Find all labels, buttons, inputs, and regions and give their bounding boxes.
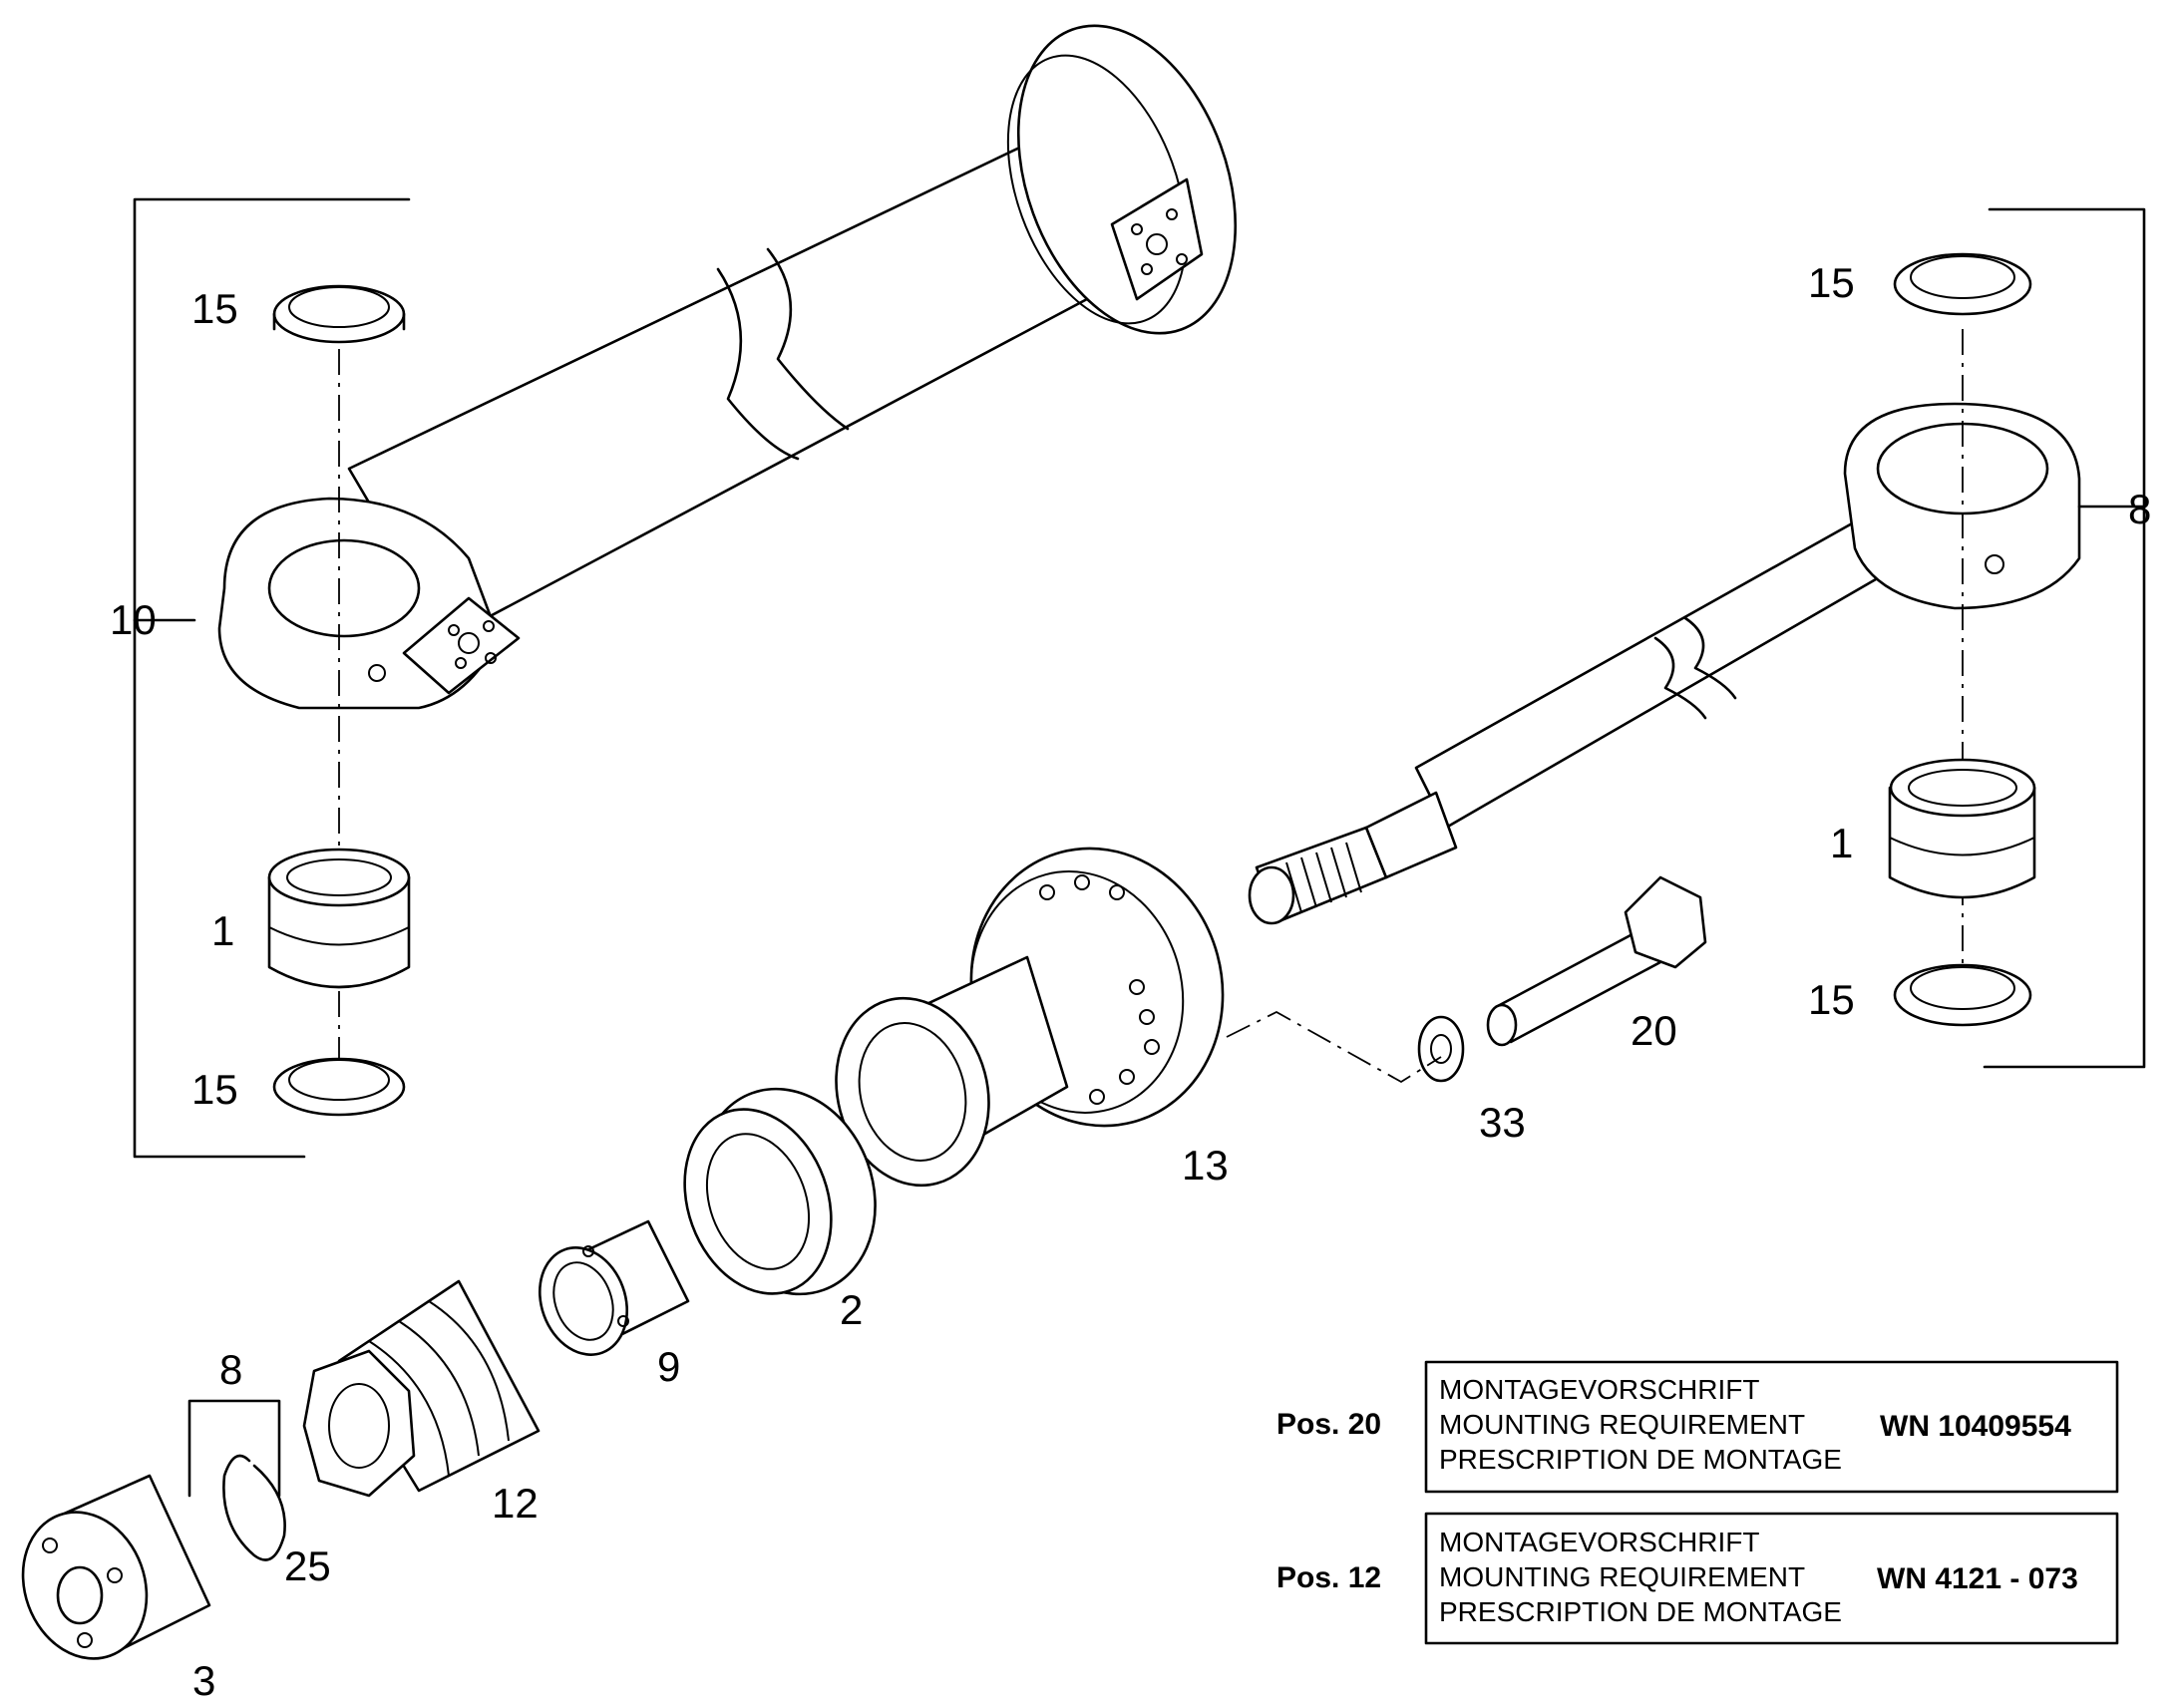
note-ref: WN 4121 - 073 — [1877, 1562, 2078, 1595]
mounting-note-pos12: Pos. 12 MONTAGEVORSCHRIFT MOUNTING REQUI… — [1276, 1512, 2119, 1645]
svg-text:PRESCRIPTION DE MONTAGE: PRESCRIPTION DE MONTAGE — [1439, 1596, 1842, 1627]
callout-8-bottom: 8 — [219, 1346, 242, 1393]
callout-9: 9 — [657, 1343, 680, 1390]
svg-text:MOUNTING REQUIREMENT: MOUNTING REQUIREMENT — [1439, 1409, 1805, 1440]
callout-20: 20 — [1631, 1007, 1677, 1054]
piston-nut-12-hex — [302, 1349, 416, 1498]
sleeve-9-end — [538, 1246, 629, 1356]
bushing-1-right — [1888, 786, 2036, 899]
mounting-note-pos20: Pos. 20 MONTAGEVORSCHRIFT MOUNTING REQUI… — [1276, 1360, 2119, 1494]
end-cap-3 — [21, 1474, 211, 1660]
callout-15-left-top: 15 — [191, 285, 238, 332]
callout-8-right: 8 — [2128, 486, 2151, 532]
right-group — [1888, 207, 2146, 1069]
callout-1-right: 1 — [1830, 820, 1853, 866]
svg-text:MONTAGEVORSCHRIFT: MONTAGEVORSCHRIFT — [1439, 1374, 1759, 1405]
rod-shaft — [1414, 512, 1897, 830]
cylinder-barrel — [217, 24, 1238, 710]
callout-12: 12 — [492, 1480, 539, 1527]
left-group-bracket — [133, 197, 411, 1159]
barrel-break-mark — [716, 267, 800, 461]
piston-rod — [1248, 402, 2081, 925]
callout-10: 10 — [110, 596, 157, 643]
circlip-bracket — [187, 1399, 281, 1498]
washer-33 — [1417, 1015, 1465, 1083]
seal-ring-15-right-bottom — [1893, 963, 2032, 1027]
sleeve-9 — [538, 1219, 690, 1356]
callout-33: 33 — [1479, 1099, 1526, 1146]
svg-text:MOUNTING REQUIREMENT: MOUNTING REQUIREMENT — [1439, 1561, 1805, 1592]
bolt-20-head — [1624, 875, 1707, 969]
svg-text:MONTAGEVORSCHRIFT: MONTAGEVORSCHRIFT — [1439, 1527, 1759, 1557]
note-ref: WN 10409554 — [1880, 1410, 2071, 1443]
callout-15-left-bottom: 15 — [191, 1066, 238, 1113]
left-group — [133, 197, 411, 1159]
note-box — [1424, 1512, 2119, 1645]
piston-nut-12 — [302, 1279, 541, 1498]
note-pos-label: Pos. 12 — [1276, 1561, 1381, 1594]
barrel-eye-bore — [267, 538, 421, 638]
bushing-1-left — [267, 875, 411, 989]
gland-13 — [835, 847, 1225, 1188]
seal-ring-15-right-top — [1893, 252, 2032, 316]
callout-15-right-bottom: 15 — [1808, 976, 1855, 1023]
seal-ring-15-top — [272, 284, 406, 344]
callout-numbers: 15 10 1 15 15 8 1 15 20 33 13 2 9 8 12 2… — [110, 259, 2151, 1704]
svg-text:PRESCRIPTION DE MONTAGE: PRESCRIPTION DE MONTAGE — [1439, 1444, 1842, 1475]
bolt-leader — [1226, 1010, 1442, 1084]
callout-15-right-top: 15 — [1808, 259, 1855, 306]
circlip-25 — [187, 1399, 286, 1561]
bolt-and-washer — [1226, 875, 1707, 1084]
callout-2: 2 — [840, 1286, 863, 1333]
callout-25: 25 — [284, 1542, 331, 1589]
seal-ring-15-bottom — [272, 1057, 406, 1117]
callout-13: 13 — [1182, 1142, 1229, 1189]
barrel-port-block — [1110, 177, 1204, 301]
callout-3: 3 — [192, 1657, 215, 1704]
right-group-bracket — [1983, 207, 2146, 1069]
seal-2 — [683, 1087, 877, 1296]
note-pos-label: Pos. 20 — [1276, 1408, 1381, 1441]
note-box — [1424, 1360, 2119, 1494]
callout-1-left: 1 — [211, 907, 234, 954]
circlip-25-ring — [222, 1454, 286, 1561]
